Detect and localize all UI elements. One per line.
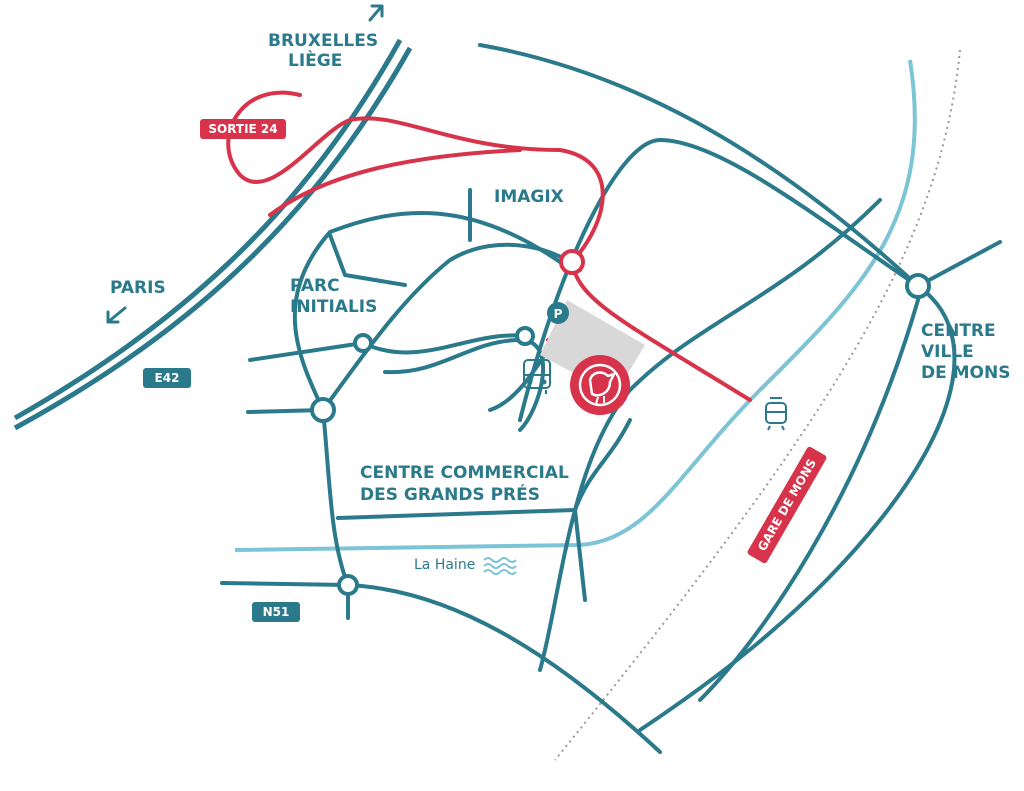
railway-line <box>554 49 961 761</box>
route-exit-ramp <box>268 148 522 217</box>
parking-icon: P <box>547 302 569 324</box>
label-centre: CENTRE <box>921 321 996 341</box>
roundabouts <box>310 273 931 596</box>
road-inner-link <box>361 333 527 355</box>
river-la-haine <box>234 59 917 552</box>
roundabout-parc-west <box>310 397 336 423</box>
label-des-grands-pres: DES GRANDS PRÉS <box>360 483 540 505</box>
label-ville: VILLE <box>921 342 974 362</box>
highway-e42 <box>13 38 403 421</box>
road-parc-west <box>321 408 350 587</box>
road-east <box>916 240 1002 288</box>
label-paris: PARIS <box>110 278 166 298</box>
badge-sortie-24: SORTIE 24 <box>200 119 286 139</box>
road-network <box>220 43 1002 754</box>
roundabout-imagix <box>559 249 585 275</box>
road-centre-south <box>336 418 632 520</box>
label-imagix: IMAGIX <box>494 187 564 207</box>
route-exit-loop <box>226 90 605 264</box>
road-inner-ring <box>321 242 582 412</box>
label-liege: LIÈGE <box>288 49 342 71</box>
badge-e42: E42 <box>143 368 191 388</box>
bus-icon <box>523 359 551 394</box>
roundabout-n51 <box>337 574 359 596</box>
road-diagonal <box>518 138 920 422</box>
road-centre-south2 <box>573 508 587 602</box>
road-inner-east <box>538 198 882 672</box>
access-route <box>226 90 752 402</box>
road-west-spur2 <box>248 341 365 362</box>
label-centre-commercial: CENTRE COMMERCIAL <box>360 463 569 483</box>
label-la-haine: La Haine <box>414 557 475 573</box>
road-parc-ring <box>292 210 562 412</box>
svg-text:GARE DE MONS: GARE DE MONS <box>755 457 819 554</box>
roundabout-parc-north <box>353 333 373 353</box>
road-n51 <box>220 581 662 754</box>
svg-text:E42: E42 <box>155 371 180 385</box>
svg-text:P: P <box>554 307 563 321</box>
route-to-destination <box>570 260 752 402</box>
direction-arrow-icon <box>106 306 127 324</box>
water-waves-icon <box>483 557 517 575</box>
road-parc-north <box>328 233 407 287</box>
svg-text:N51: N51 <box>263 605 290 619</box>
road-gare <box>698 298 920 702</box>
label-bruxelles: BRUXELLES <box>268 31 378 51</box>
roundabout-centre-ville <box>905 273 931 299</box>
svg-text:SORTIE 24: SORTIE 24 <box>208 122 277 136</box>
bird-logo-icon <box>570 355 630 415</box>
tram-icon <box>765 397 787 431</box>
label-de-mons: DE MONS <box>921 363 1010 383</box>
label-parc: PARC <box>290 276 340 296</box>
direction-arrow-icon <box>368 4 384 22</box>
road-to-centre-ville <box>638 284 957 732</box>
roundabout-bus <box>515 326 535 346</box>
road-north <box>478 43 920 288</box>
badge-n51: N51 <box>252 602 300 622</box>
label-initialis: INITIALIS <box>290 297 377 317</box>
